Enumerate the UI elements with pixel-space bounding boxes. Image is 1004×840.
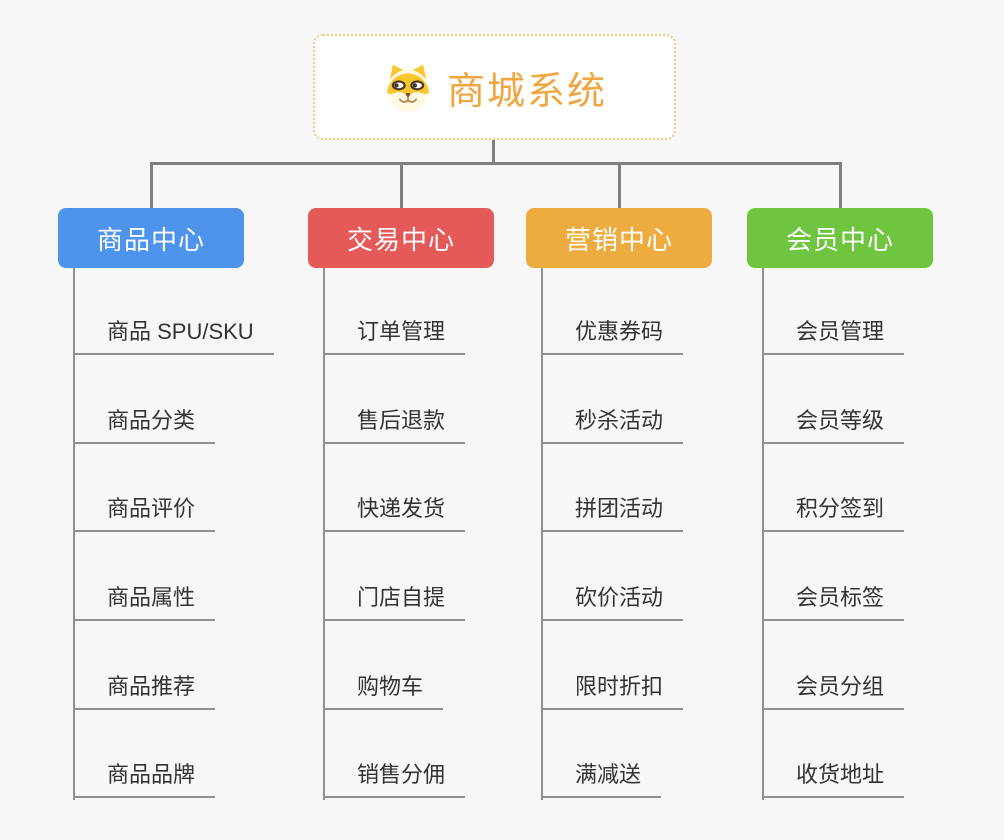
- child-label: 优惠券码: [575, 319, 664, 344]
- branch-label: 商品中心: [96, 224, 205, 255]
- child-node[interactable]: 商品品牌: [73, 760, 216, 798]
- child-label: 商品 SPU/SKU: [107, 319, 254, 344]
- child-node[interactable]: 秒杀活动: [541, 406, 684, 444]
- connector-drop-line: [617, 162, 621, 208]
- child-label: 销售分佣: [357, 762, 446, 787]
- connector-drop-line: [149, 162, 153, 208]
- branch-label: 交易中心: [346, 224, 455, 255]
- child-label: 会员标签: [796, 585, 885, 610]
- child-label: 商品分类: [107, 408, 196, 433]
- child-node[interactable]: 快递发货: [323, 494, 466, 532]
- branch-connector-line: [323, 268, 325, 800]
- child-label: 会员管理: [796, 319, 885, 344]
- child-node[interactable]: 商品 SPU/SKU: [73, 317, 274, 355]
- child-label: 订单管理: [357, 319, 446, 344]
- child-label: 收货地址: [796, 762, 885, 787]
- connector-drop-line: [399, 162, 403, 208]
- branch-node[interactable]: 商品中心: [58, 208, 244, 268]
- child-node[interactable]: 门店自提: [323, 583, 466, 621]
- child-label: 积分签到: [796, 496, 885, 521]
- child-node[interactable]: 商品评价: [73, 494, 216, 532]
- child-node[interactable]: 积分签到: [762, 494, 905, 532]
- branch: 营销中心 优惠券码秒杀活动拼团活动砍价活动限时折扣满减送: [526, 208, 712, 800]
- child-label: 满减送: [575, 762, 642, 787]
- child-label: 限时折扣: [575, 674, 664, 699]
- child-node[interactable]: 拼团活动: [541, 494, 684, 532]
- root-node[interactable]: 商城系统: [313, 34, 676, 140]
- branch-label: 营销中心: [564, 224, 673, 255]
- child-label: 会员分组: [796, 674, 885, 699]
- connector-drop-line: [838, 162, 842, 208]
- child-label: 商品推荐: [107, 674, 196, 699]
- child-label: 秒杀活动: [575, 408, 664, 433]
- branch-label: 会员中心: [785, 224, 894, 255]
- child-node[interactable]: 购物车: [323, 672, 444, 710]
- child-label: 门店自提: [357, 585, 446, 610]
- branch-connector-line: [73, 268, 75, 800]
- child-label: 快递发货: [357, 496, 446, 521]
- connector-bus-line: [150, 162, 842, 165]
- branch: 会员中心 会员管理会员等级积分签到会员标签会员分组收货地址: [747, 208, 933, 800]
- child-node[interactable]: 售后退款: [323, 406, 466, 444]
- branch-node[interactable]: 交易中心: [308, 208, 494, 268]
- child-node[interactable]: 收货地址: [762, 760, 905, 798]
- child-node[interactable]: 销售分佣: [323, 760, 466, 798]
- child-node[interactable]: 优惠券码: [541, 317, 684, 355]
- branch: 交易中心 订单管理售后退款快递发货门店自提购物车销售分佣: [308, 208, 494, 800]
- child-node[interactable]: 会员管理: [762, 317, 905, 355]
- branch-connector-line: [762, 268, 764, 800]
- child-label: 商品评价: [107, 496, 196, 521]
- child-node[interactable]: 限时折扣: [541, 672, 684, 710]
- child-label: 商品品牌: [107, 762, 196, 787]
- child-node[interactable]: 商品分类: [73, 406, 216, 444]
- child-label: 售后退款: [357, 408, 446, 433]
- child-label: 购物车: [357, 674, 424, 699]
- connector-root-stub: [492, 140, 495, 165]
- child-label: 商品属性: [107, 585, 196, 610]
- child-node[interactable]: 会员等级: [762, 406, 905, 444]
- child-label: 会员等级: [796, 408, 885, 433]
- child-node[interactable]: 商品属性: [73, 583, 216, 621]
- branch-node[interactable]: 营销中心: [526, 208, 712, 268]
- branch-node[interactable]: 会员中心: [747, 208, 933, 268]
- child-label: 砍价活动: [575, 585, 664, 610]
- child-node[interactable]: 商品推荐: [73, 672, 216, 710]
- child-node[interactable]: 会员标签: [762, 583, 905, 621]
- child-label: 拼团活动: [575, 496, 664, 521]
- root-title: 商城系统: [446, 70, 607, 113]
- branch: 商品中心 商品 SPU/SKU 商品分类商品评价商品属性商品推荐商品品牌: [58, 208, 274, 800]
- doge-face-icon: [386, 64, 430, 112]
- child-node[interactable]: 会员分组: [762, 672, 905, 710]
- child-node[interactable]: 订单管理: [323, 317, 466, 355]
- branch-connector-line: [541, 268, 543, 800]
- child-node[interactable]: 砍价活动: [541, 583, 684, 621]
- child-node[interactable]: 满减送: [541, 760, 662, 798]
